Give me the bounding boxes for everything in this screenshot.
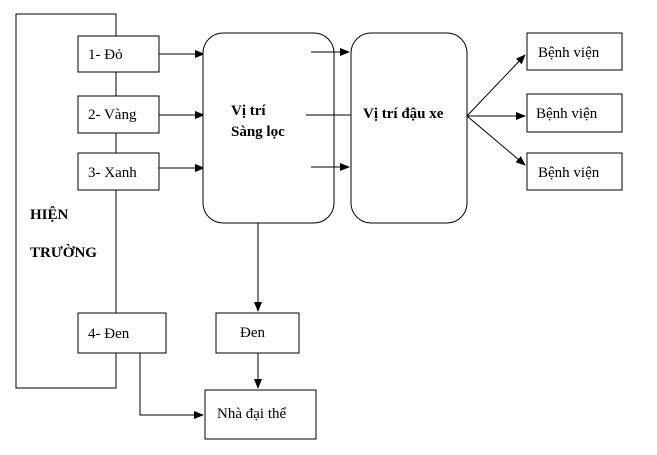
screening-label-line1: Vị trí bbox=[231, 103, 266, 119]
hospital-box-3 bbox=[526, 152, 623, 191]
parking-box bbox=[350, 32, 468, 224]
arrow-parking-to-hospital-3 bbox=[466, 115, 526, 166]
hospital-label-3: Bệnh viện bbox=[538, 165, 600, 181]
hospital-label-1: Bệnh viện bbox=[538, 45, 600, 61]
morgue-box bbox=[204, 389, 317, 440]
screening-label-line2: Sàng lọc bbox=[231, 124, 285, 140]
black-category-label: Đen bbox=[240, 325, 265, 341]
triage-label-black: 4- Đen bbox=[88, 326, 130, 342]
triage-label-green: 3- Xanh bbox=[88, 165, 137, 181]
parking-label: Vị trí đậu xe bbox=[363, 106, 444, 122]
black-category-box bbox=[215, 312, 300, 354]
scene-label-line2: TRƯỜNG bbox=[30, 244, 97, 261]
triage-label-yellow: 2- Vàng bbox=[88, 107, 137, 123]
arrow-triage-black-to-morgue bbox=[139, 353, 204, 419]
triage-box-black bbox=[77, 312, 167, 354]
hospital-box-1 bbox=[526, 32, 623, 71]
scene-label-line1: HIỆN bbox=[30, 206, 69, 223]
scene-outline bbox=[15, 13, 117, 389]
arrow-parking-to-hospital-1 bbox=[466, 54, 526, 117]
triage-label-red: 1- Đỏ bbox=[88, 47, 123, 63]
triage-box-yellow bbox=[77, 95, 160, 134]
hospital-label-2: Bệnh viện bbox=[536, 106, 598, 122]
hospital-box-2 bbox=[526, 93, 623, 133]
triage-box-green bbox=[77, 152, 160, 191]
triage-box-red bbox=[77, 35, 160, 73]
morgue-label: Nhà đại thể bbox=[217, 406, 286, 422]
screening-box bbox=[202, 32, 335, 224]
